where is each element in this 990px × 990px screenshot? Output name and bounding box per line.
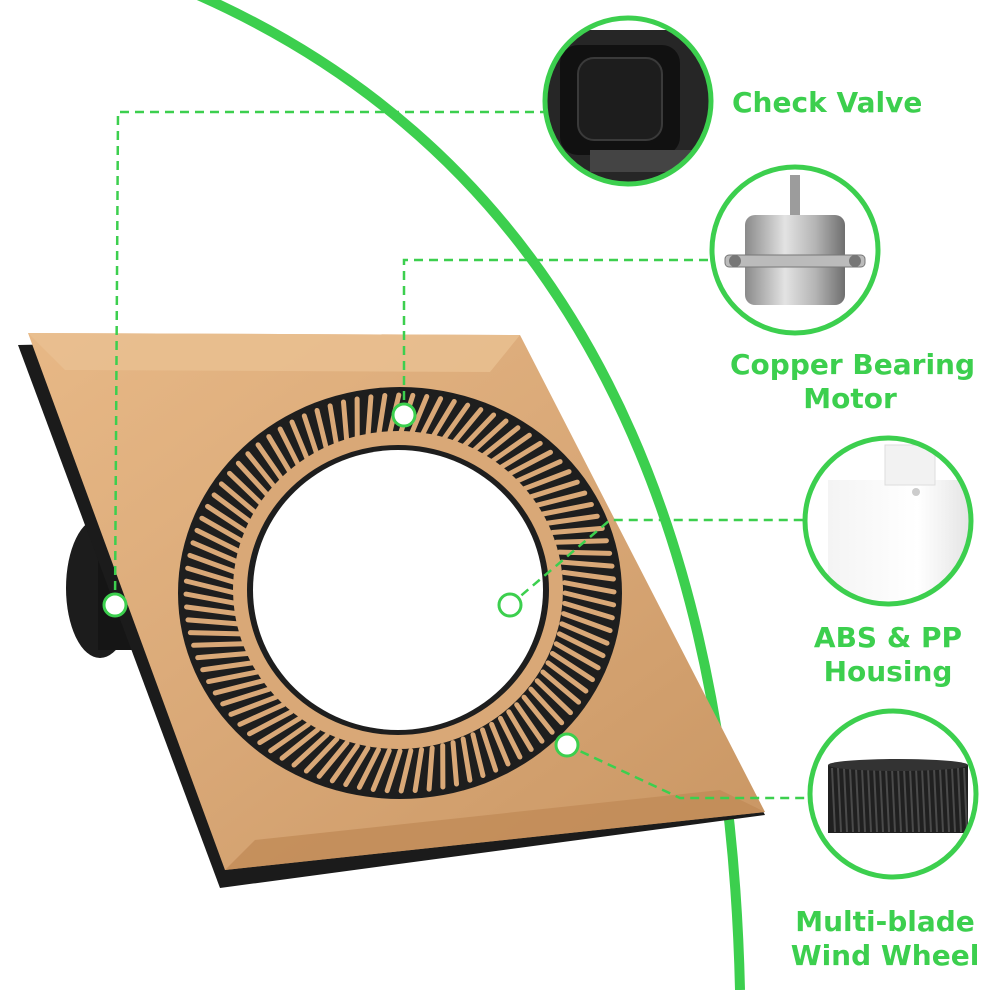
hotspot-wheel — [554, 732, 580, 758]
leader-housing — [509, 518, 805, 606]
feature-label-check-valve: Check Valve — [732, 86, 922, 120]
wind-wheel-icon — [807, 708, 979, 880]
feature-label-wheel: Multi-blade Wind Wheel — [780, 905, 990, 973]
feature-label-line: Copper Bearing — [730, 348, 976, 381]
hotspot-check-valve — [102, 592, 128, 618]
leader-wheel — [566, 743, 808, 800]
feature-label-line: Multi-blade — [795, 905, 975, 938]
feature-label-text: Check Valve — [732, 86, 923, 119]
grille-inner-ring — [233, 431, 563, 749]
feature-label-line: ABS & PP — [813, 621, 963, 654]
vent-slats — [183, 392, 617, 794]
feature-label-motor: Copper Bearing Motor — [730, 348, 976, 416]
motor-icon — [709, 164, 881, 336]
panel-bevel — [28, 333, 520, 372]
housing-icon — [802, 435, 974, 607]
panel-bevel-bottom — [225, 790, 765, 870]
feature-label-line: Housing — [823, 655, 953, 688]
leader-motor — [402, 258, 712, 415]
hotspot-housing — [497, 592, 523, 618]
feature-label-line: Motor — [803, 382, 897, 415]
hotspot-motor — [391, 402, 417, 428]
feature-label-housing: ABS & PP Housing — [778, 621, 990, 689]
check-valve-icon — [542, 15, 714, 187]
grille-center — [253, 450, 543, 730]
feature-label-line: Wind Wheel — [790, 939, 980, 972]
